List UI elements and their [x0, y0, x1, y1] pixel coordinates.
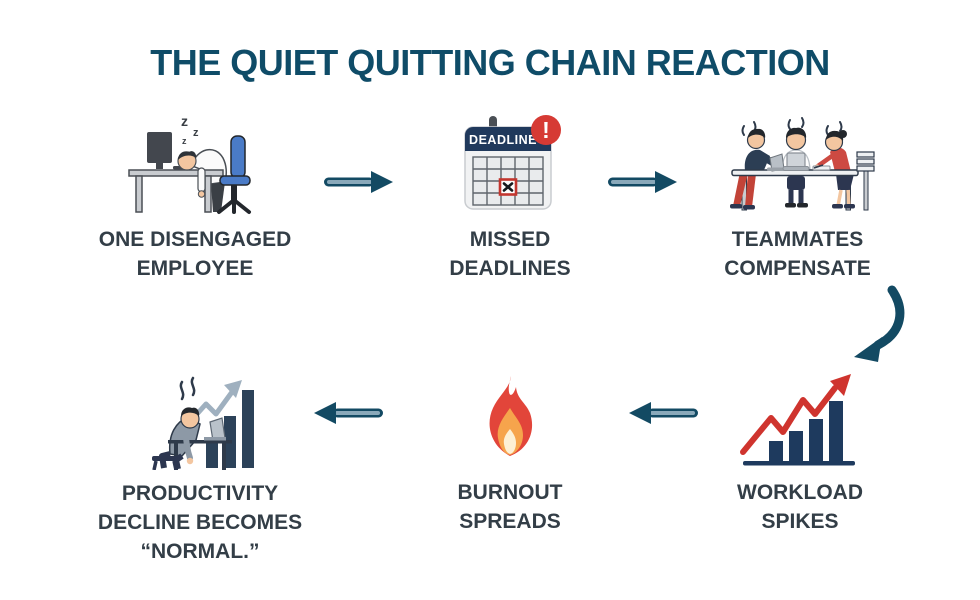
arrow-left-2 [313, 400, 385, 431]
curved-arrow-icon [854, 285, 905, 362]
page-title: THE QUIET QUITTING CHAIN REACTION [150, 42, 830, 83]
sleeping-employee-illustration: z z z [75, 106, 315, 216]
svg-text:z: z [182, 136, 187, 146]
step-label-missed-deadlines: MISSED DEADLINES [449, 228, 571, 280]
arrow-right-2 [606, 169, 678, 200]
alert-exclamation: ! [542, 117, 550, 143]
svg-text:z: z [181, 113, 188, 129]
left-arrow-icon [314, 402, 383, 424]
stressed-team-illustration [680, 106, 915, 216]
step-missed-deadlines: DEADLINE ! MISSED DEADLINES [400, 106, 620, 283]
right-arrow-icon [608, 171, 677, 193]
step-label-disengaged-employee: ONE DISENGAGED EMPLOYEE [98, 228, 292, 280]
right-arrow-icon [324, 171, 393, 193]
arrow-left-1 [628, 400, 700, 431]
slumped-worker-chart-icon [152, 376, 254, 470]
rising-bar-chart-icon [740, 374, 855, 466]
step-disengaged-employee: z z z ONE DISENGAGED EMP [75, 106, 315, 283]
arrow-right-1 [322, 169, 394, 200]
step-productivity-decline: PRODUCTIVITY DECLINE BECOMES “NORMAL.” [70, 366, 330, 566]
step-label-burnout-spreads: BURNOUT SPREADS [457, 481, 563, 533]
svg-text:z: z [193, 127, 199, 139]
left-arrow-icon [629, 402, 698, 424]
stressed-team-icon [730, 117, 875, 211]
step-teammates-compensate: TEAMMATES COMPENSATE [680, 106, 915, 283]
flame-icon [489, 376, 533, 456]
deadline-calendar-icon: DEADLINE ! [464, 115, 561, 210]
step-workload-spikes: WORKLOAD SPIKES [690, 370, 910, 536]
arrow-curved-down [842, 285, 910, 372]
deadline-text: DEADLINE [469, 133, 537, 147]
rising-bar-chart-illustration [690, 370, 910, 469]
sleeping-employee-icon: z z z [127, 113, 251, 214]
step-label-teammates-compensate: TEAMMATES COMPENSATE [724, 228, 871, 280]
flame-illustration [400, 370, 620, 469]
step-burnout-spreads: BURNOUT SPREADS [400, 370, 620, 536]
step-label-productivity-decline: PRODUCTIVITY DECLINE BECOMES “NORMAL.” [97, 482, 303, 563]
deadline-calendar-illustration: DEADLINE ! [400, 106, 620, 216]
slumped-worker-chart-illustration [70, 366, 330, 470]
step-label-workload-spikes: WORKLOAD SPIKES [737, 481, 863, 533]
